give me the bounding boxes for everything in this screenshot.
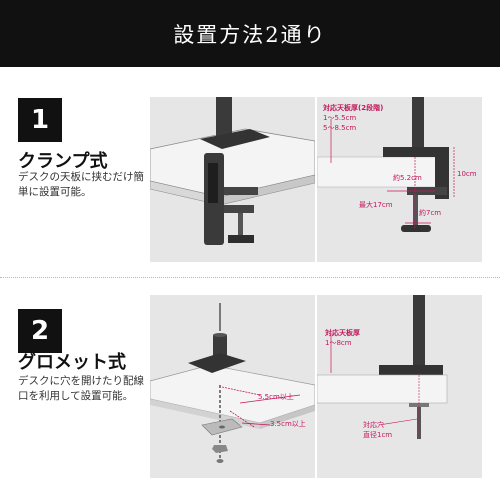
label-hole-35: 3.5cm以上	[270, 420, 306, 428]
page-header: 設置方法2通り	[0, 0, 500, 67]
label-width-7: 約7cm	[419, 209, 442, 217]
clamp-diagram-panel: 対応天板厚(2段階) 1～5.5cm 5～8.5cm 約5.2cm 10cm 最…	[317, 97, 482, 262]
label-hole-title: 対応穴	[363, 421, 384, 429]
label-height-10: 10cm	[457, 170, 477, 178]
label-thickness-title: 対応天板厚(2段階)	[323, 104, 384, 112]
method-number: 1	[30, 105, 50, 135]
clamp-photo-panel	[150, 97, 315, 262]
clamp-illustration	[150, 97, 315, 245]
label-hole-55: 5.5cm以上	[258, 393, 294, 401]
label-width-52: 約5.2cm	[393, 174, 422, 182]
page-title: 設置方法2通り	[173, 22, 327, 47]
clamp-diagram	[317, 97, 455, 232]
method-description: デスクの天板に挟むだけ簡単に設置可能。	[18, 171, 144, 198]
label-thickness-1: 1～5.5cm	[323, 114, 357, 122]
label-hole-diameter: 直径1cm	[363, 431, 393, 439]
label-thickness-1: 1～8cm	[325, 339, 352, 347]
grommet-photo-panel: 5.5cm以上 3.5cm以上	[150, 295, 315, 478]
method-description: デスクに穴を開けたり配線口を利用して設置可能。	[18, 375, 144, 402]
section-grommet: 2 グロメット式 デスクに穴を開けたり配線口を利用して設置可能。	[0, 279, 500, 500]
method-number-badge: 2	[18, 309, 62, 353]
section-clamp: 1 クランプ式 デスクの天板に挟むだけ簡単に設置可能。	[0, 67, 500, 277]
section-divider	[0, 277, 500, 278]
method-number: 2	[30, 316, 50, 346]
method-title: グロメット式	[18, 352, 126, 373]
method-title: クランプ式	[18, 151, 108, 172]
label-thickness-title: 対応天板厚	[325, 329, 360, 337]
grommet-diagram-panel: 対応天板厚 1～8cm 対応穴 直径1cm	[317, 295, 482, 478]
label-thickness-2: 5～8.5cm	[323, 124, 357, 132]
grommet-diagram	[317, 295, 448, 439]
method-number-badge: 1	[18, 98, 62, 142]
grommet-illustration	[150, 303, 315, 463]
label-max-17: 最大17cm	[359, 201, 393, 209]
